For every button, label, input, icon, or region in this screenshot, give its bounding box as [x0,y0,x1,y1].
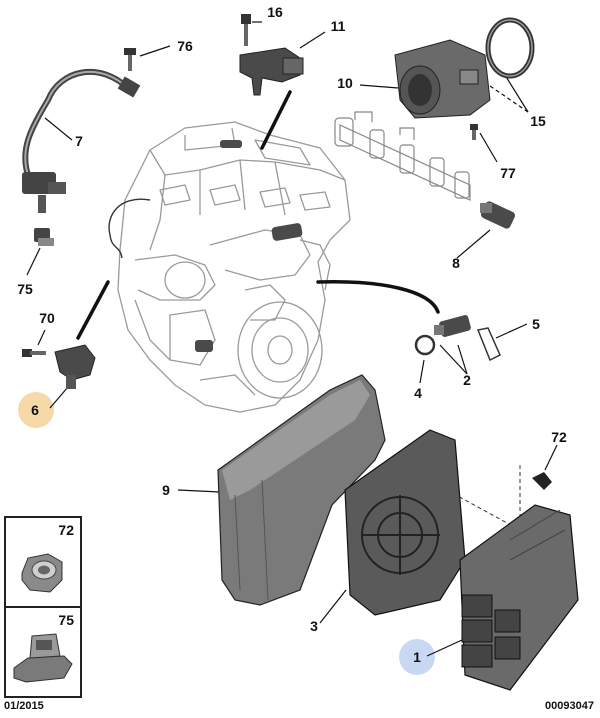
callout-72-main: 72 [551,429,567,445]
callout-77: 77 [500,165,516,181]
callout-8: 8 [452,255,460,271]
part-9-cover [217,374,386,606]
leader-lines [26,21,558,657]
engine-harness [108,198,151,259]
part-16-bolt [241,14,251,46]
callout-10: 10 [337,75,353,91]
part-8-sensor [480,201,515,229]
callout-3: 3 [310,618,318,634]
callout-1: 1 [413,649,421,665]
part-2-sensor [434,315,471,337]
inset-part-75: 75 [4,606,82,698]
inset-label-75: 75 [58,612,74,628]
callout-70: 70 [39,310,55,326]
part-11-sensor [239,47,304,96]
part-1-ecu [459,504,579,691]
callout-11: 11 [330,18,346,34]
part-3-tray [344,429,466,616]
clip-icon [13,633,73,683]
part-76-bolt [124,48,136,71]
part-6-sensor [54,344,96,389]
callout-15: 15 [530,113,546,129]
nut-icon [21,553,63,593]
part-10-airflow-meter [394,17,535,119]
engine-assembly [117,121,351,413]
highlight-6 [18,392,54,428]
footer-ref: 00093047 [545,700,594,712]
callout-4: 4 [414,385,422,401]
part-70-bolt [22,349,46,357]
engine-dark-parts [195,140,303,352]
callout-16: 16 [267,4,283,20]
part-72-nut [532,472,552,490]
fuel-rail [334,111,471,201]
part-5-clip [476,327,501,362]
connection-lines [76,90,440,340]
callout-5: 5 [532,316,540,332]
inset-part-72: 72 [4,516,82,608]
callout-76: 76 [177,38,193,54]
highlight-1 [399,639,435,675]
callout-9: 9 [162,482,170,498]
part-7-cable [22,69,141,246]
part-4-oring [414,334,436,356]
callout-2: 2 [463,372,471,388]
part-77-screw [470,124,478,140]
footer-date: 01/2015 [4,700,44,712]
inset-label-72: 72 [58,522,74,538]
callout-7: 7 [75,133,83,149]
callout-75-main: 75 [17,281,33,297]
callout-6: 6 [31,402,39,418]
